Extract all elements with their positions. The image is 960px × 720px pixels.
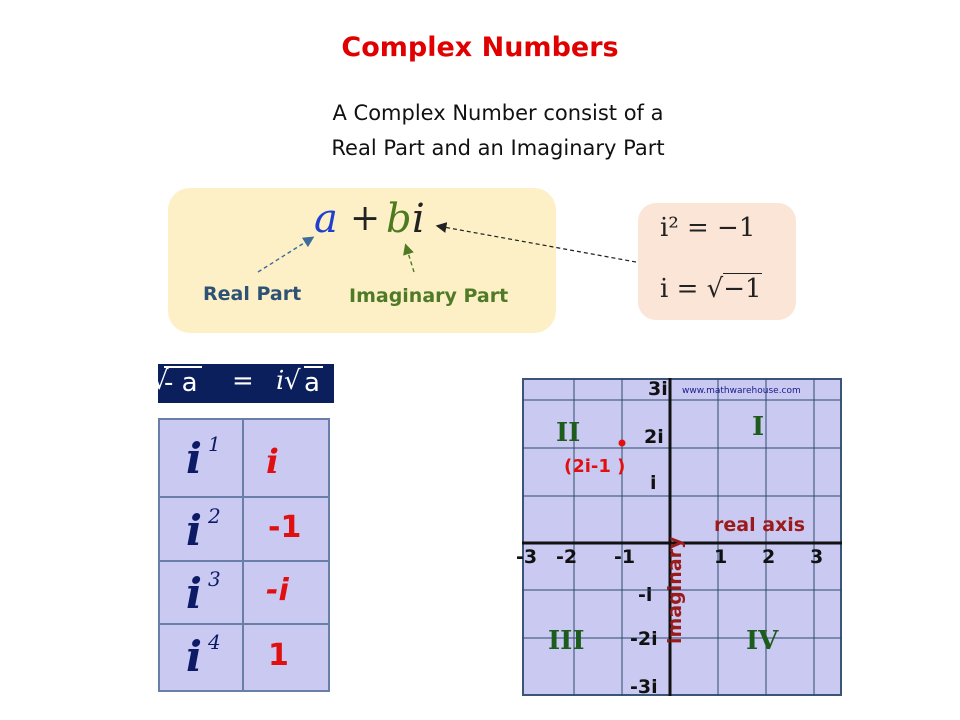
quadrant-label-ii: II	[556, 418, 581, 448]
formula-box	[168, 188, 556, 333]
sqrt-equals: =	[232, 366, 254, 396]
formula-real-symbol: a	[314, 196, 338, 242]
real-part-arrow	[257, 236, 315, 273]
imaginary-part-label: Imaginary Part	[349, 285, 509, 307]
power-value: -i	[266, 573, 289, 608]
y-tick-label: 2i	[644, 426, 664, 448]
real-axis-label: real axis	[714, 514, 806, 536]
imaginary-part-arrow	[403, 243, 415, 273]
radical-sign-icon: √	[706, 274, 724, 304]
quadrant-label-i: I	[752, 412, 765, 442]
powers-table-grid	[158, 418, 330, 692]
subtitle-line-1: A Complex Number consist of a	[332, 101, 664, 125]
power-base: i	[186, 434, 202, 483]
powers-of-i-table: i 1 i i 2 -1 i 3 -i i 4 1	[158, 418, 330, 692]
sqrt-right-radicand: a	[304, 366, 323, 398]
sqrt-left-radicand: - a	[164, 366, 202, 398]
power-value: 1	[268, 638, 289, 673]
identity-i-root-prefix: i =	[660, 274, 707, 304]
quadrant-label-iii: III	[548, 626, 585, 656]
y-tick-label: -3i	[630, 676, 658, 698]
sqrt-rule-banner	[158, 364, 334, 403]
x-tick-label: -1	[614, 546, 636, 568]
power-value: -1	[268, 510, 302, 545]
power-exponent: 2	[208, 504, 221, 528]
y-tick-label: 3i	[648, 378, 668, 400]
subtitle-line-2: Real Part and an Imaginary Part	[331, 136, 665, 160]
x-tick-label: 1	[714, 546, 728, 568]
identity-arrow	[435, 222, 637, 263]
power-base: i	[186, 632, 202, 681]
watermark-text: www.mathwarehouse.com	[682, 386, 801, 396]
x-tick-label: -2	[556, 546, 578, 568]
complex-plane-grid	[522, 378, 842, 696]
complex-plane: www.mathwarehouse.com II I III IV real a…	[516, 378, 842, 698]
power-value-text: -i	[266, 573, 289, 608]
sqrt-rule-text: √ - a = i √ a	[152, 366, 334, 402]
x-tick-label: 3	[810, 546, 824, 568]
page-title: Complex Numbers	[341, 32, 619, 63]
power-exponent: 3	[208, 567, 221, 591]
formula-plus: +	[350, 198, 381, 239]
x-tick-label: -3	[516, 546, 538, 568]
sqrt-right-coef: i	[276, 366, 285, 396]
radical-sign-icon: √	[152, 366, 169, 396]
formula-imaginary-coefficient: b	[386, 196, 412, 242]
radical-sign-icon: √	[284, 366, 301, 396]
identity-i-squared: i² = −1	[660, 213, 756, 243]
identity-i-root-radicand: −1	[723, 273, 762, 304]
quadrant-label-iv: IV	[746, 626, 779, 656]
real-part-label: Real Part	[203, 283, 302, 305]
power-exponent: 1	[208, 432, 221, 456]
power-value: i	[266, 442, 279, 482]
power-base: i	[186, 569, 202, 618]
point-label: (2i-1 )	[564, 456, 626, 477]
imaginary-axis-label: imaginary	[664, 536, 686, 644]
plotted-point	[618, 439, 626, 447]
identity-i-root: i = √−1	[660, 273, 762, 304]
y-tick-label: i	[650, 472, 657, 494]
y-tick-label: -2i	[630, 628, 658, 650]
x-tick-label: 2	[762, 546, 776, 568]
power-base: i	[186, 506, 202, 555]
power-exponent: 4	[208, 630, 221, 654]
formula-imaginary-unit: i	[412, 196, 425, 242]
identity-box	[638, 203, 796, 320]
y-tick-label: -i	[638, 584, 653, 606]
